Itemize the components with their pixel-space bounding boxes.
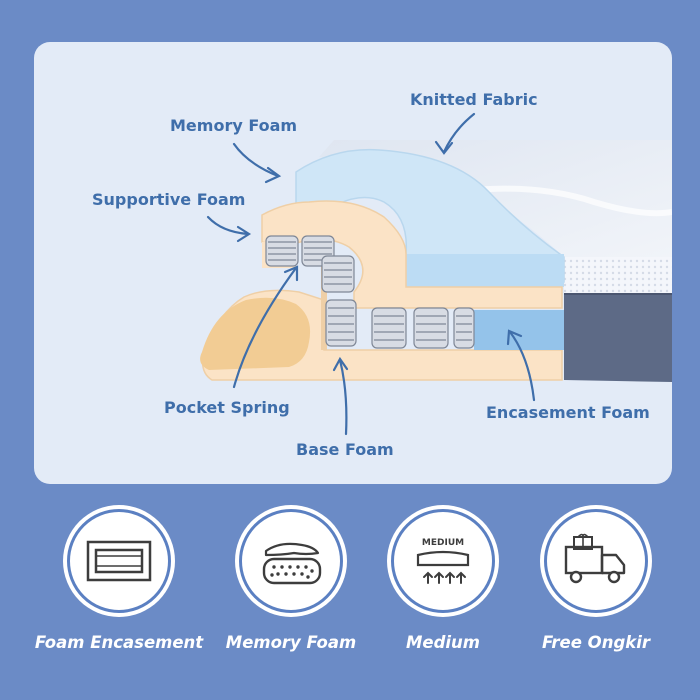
arrow-memory-foam — [232, 142, 280, 178]
label-encasement-foam: Encasement Foam — [486, 403, 650, 422]
feature-badges: Foam Encasement Memory Foam MEDIUM — [0, 505, 700, 695]
foam-encasement-icon — [86, 540, 152, 582]
supportive-foam-layer — [261, 200, 563, 309]
mattress-layers-illustration — [200, 112, 672, 436]
label-supportive-foam: Supportive Foam — [92, 190, 246, 209]
feature-circle: MEDIUM — [391, 509, 495, 613]
label-knitted-fabric: Knitted Fabric — [410, 90, 538, 109]
spring-coil — [321, 255, 355, 293]
feature-label: Foam Encasement — [34, 633, 204, 652]
arrowhead-supportive-foam — [236, 225, 252, 243]
label-pocket-spring: Pocket Spring — [164, 398, 290, 417]
spring-coil — [413, 307, 449, 349]
label-arrows — [206, 112, 536, 436]
arrow-encasement-foam — [508, 330, 536, 402]
arrow-base-foam — [338, 358, 348, 436]
feature-circle — [239, 509, 343, 613]
feature-label: Free Ongkir — [541, 633, 651, 652]
arrowhead-memory-foam — [264, 166, 282, 184]
spring-coil — [265, 235, 299, 267]
feature-memory-foam: Memory Foam — [206, 505, 376, 685]
feature-foam-encasement: Foam Encasement — [34, 505, 204, 685]
arrowhead-base-foam — [332, 356, 349, 372]
memory-foam-layer — [295, 148, 565, 287]
pocket-springs — [265, 235, 475, 349]
spring-coil — [371, 307, 407, 349]
feature-medium: MEDIUM Medium — [358, 505, 528, 685]
spring-coil — [453, 307, 475, 349]
arrowhead-encasement-foam — [506, 329, 523, 346]
arrow-pocket-spring — [232, 266, 298, 389]
delivery-truck-icon — [564, 533, 626, 584]
feature-label: Medium — [405, 633, 481, 652]
memory-foam-hand-icon — [262, 542, 322, 585]
label-base-foam: Base Foam — [296, 440, 394, 459]
medium-icon-text: MEDIUM — [422, 538, 464, 548]
encasement-foam-layer — [474, 310, 564, 350]
arrowhead-knitted-fabric — [434, 140, 454, 155]
spring-coil — [325, 299, 357, 347]
label-memory-foam: Memory Foam — [170, 116, 298, 135]
feature-free-ongkir: Free Ongkir — [511, 505, 681, 685]
arrow-supportive-foam — [206, 215, 250, 236]
feature-circle — [67, 509, 171, 613]
feature-label: Memory Foam — [225, 633, 357, 652]
medium-firmness-icon: MEDIUM — [416, 538, 470, 584]
arrowhead-pocket-spring — [283, 265, 299, 282]
fabric-side-panel — [564, 293, 672, 382]
mattress-diagram-panel: Knitted Fabric Memory Foam Supportive Fo… — [34, 42, 672, 484]
arrow-knitted-fabric — [442, 112, 476, 154]
feature-circle — [544, 509, 648, 613]
